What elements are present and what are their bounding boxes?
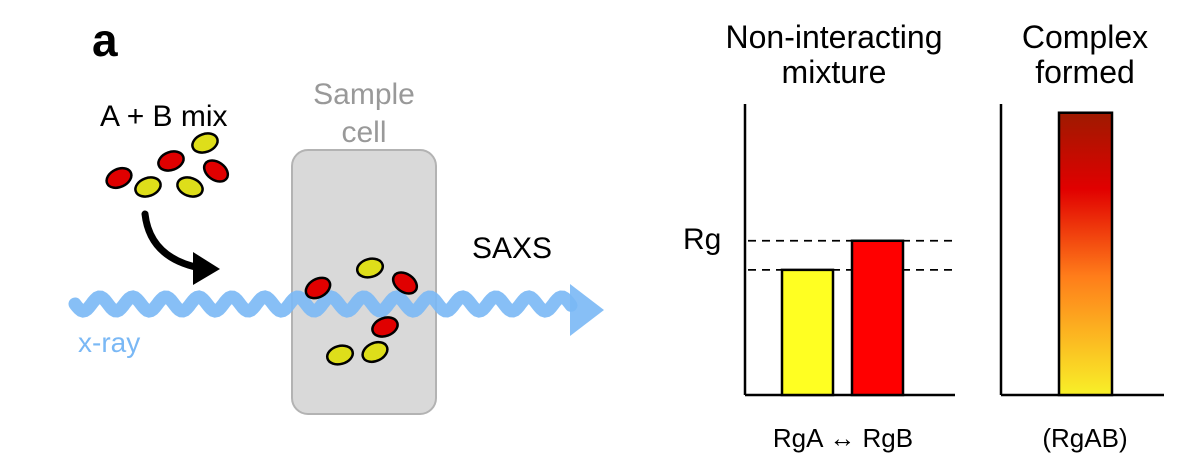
sample-cell-label-line2: cell <box>341 116 386 149</box>
chart-noninteracting: Non-interacting mixture Rg RgA ↔ RgB <box>683 19 955 453</box>
particle-red <box>105 166 133 190</box>
sample-cell-label-line1: Sample <box>313 78 415 111</box>
particle-red <box>304 276 332 300</box>
mix-label: A + B mix <box>100 100 228 133</box>
chart-complex: Complex formed (RgAB) <box>999 19 1164 453</box>
sample-cell <box>291 149 437 415</box>
xray-beam <box>68 284 604 336</box>
curved-arrow-icon <box>141 210 220 285</box>
panel-label: a <box>92 14 118 66</box>
particle-yellow <box>134 176 162 198</box>
chart1-xlabel: RgA ↔ RgB <box>773 423 913 453</box>
chart2-title-line1: Complex <box>1022 19 1148 55</box>
particle-red <box>391 271 419 295</box>
particle-red <box>157 150 185 172</box>
particle-yellow <box>361 340 389 364</box>
saxs-label: SAXS <box>472 232 552 265</box>
particle-red <box>371 316 399 338</box>
particle-yellow <box>355 257 385 279</box>
particle-yellow <box>176 176 204 198</box>
cell-particles <box>304 257 419 366</box>
xray-label: x-ray <box>78 327 140 358</box>
bar-rgab <box>1057 111 1114 397</box>
beam-arrowhead-icon <box>570 284 604 336</box>
chart1-ylabel: Rg <box>683 223 721 256</box>
chart2-xlabel: (RgAB) <box>1042 423 1127 453</box>
particle-red <box>202 159 230 183</box>
bar-rga <box>780 268 835 397</box>
particle-yellow <box>191 132 219 154</box>
mixture-particles <box>105 132 230 198</box>
chart1-title-line2: mixture <box>782 54 887 90</box>
particle-yellow <box>325 344 355 366</box>
chart2-title-line2: formed <box>1035 54 1135 90</box>
bar-rgb <box>850 239 905 397</box>
chart1-title-line1: Non-interacting <box>726 19 943 55</box>
